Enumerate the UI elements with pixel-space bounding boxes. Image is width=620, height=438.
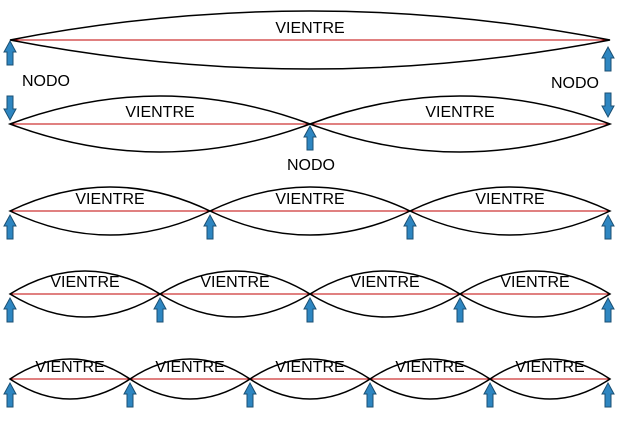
node-arrow-icon: [3, 95, 17, 122]
node-arrow-icon: [3, 296, 17, 323]
antinode-label: VIENTRE: [275, 359, 344, 376]
node-arrow-icon: [3, 39, 17, 66]
antinode-label: VIENTRE: [275, 191, 344, 208]
node-arrow-icon: [203, 213, 217, 240]
node-arrow-icon: [303, 296, 317, 323]
node-arrow-icon: [601, 381, 615, 408]
antinode-label: VIENTRE: [125, 104, 194, 121]
node-arrow-icon: [453, 296, 467, 323]
node-arrow-icon: [3, 381, 17, 408]
antinode-label: VIENTRE: [200, 274, 269, 291]
node-label: NODO: [551, 75, 599, 92]
node-arrow-icon: [303, 124, 317, 151]
wave-loop: [488, 358, 612, 400]
antinode-label: VIENTRE: [50, 274, 119, 291]
node-arrow-icon: [601, 92, 615, 119]
wave-loop: [458, 270, 612, 318]
antinode-label: VIENTRE: [75, 191, 144, 208]
node-arrow-icon: [403, 213, 417, 240]
antinode-label: VIENTRE: [500, 274, 569, 291]
wave-loop: [9, 10, 611, 70]
antinode-label: VIENTRE: [155, 359, 224, 376]
antinode-label: VIENTRE: [515, 359, 584, 376]
antinode-label: VIENTRE: [350, 274, 419, 291]
wave-loop: [307, 95, 613, 153]
node-label: NODO: [22, 73, 70, 90]
node-arrow-icon: [3, 213, 17, 240]
node-arrow-icon: [153, 296, 167, 323]
node-arrow-icon: [483, 381, 497, 408]
antinode-label: VIENTRE: [475, 191, 544, 208]
node-label: NODO: [287, 157, 335, 174]
antinode-label: VIENTRE: [275, 20, 344, 37]
node-arrow-icon: [601, 45, 615, 72]
node-arrow-icon: [601, 296, 615, 323]
wave-loop: [408, 186, 612, 236]
antinode-label: VIENTRE: [425, 104, 494, 121]
antinode-label: VIENTRE: [35, 359, 104, 376]
node-arrow-icon: [363, 381, 377, 408]
node-arrow-icon: [123, 381, 137, 408]
node-arrow-icon: [243, 381, 257, 408]
antinode-label: VIENTRE: [395, 359, 464, 376]
node-arrow-icon: [601, 213, 615, 240]
